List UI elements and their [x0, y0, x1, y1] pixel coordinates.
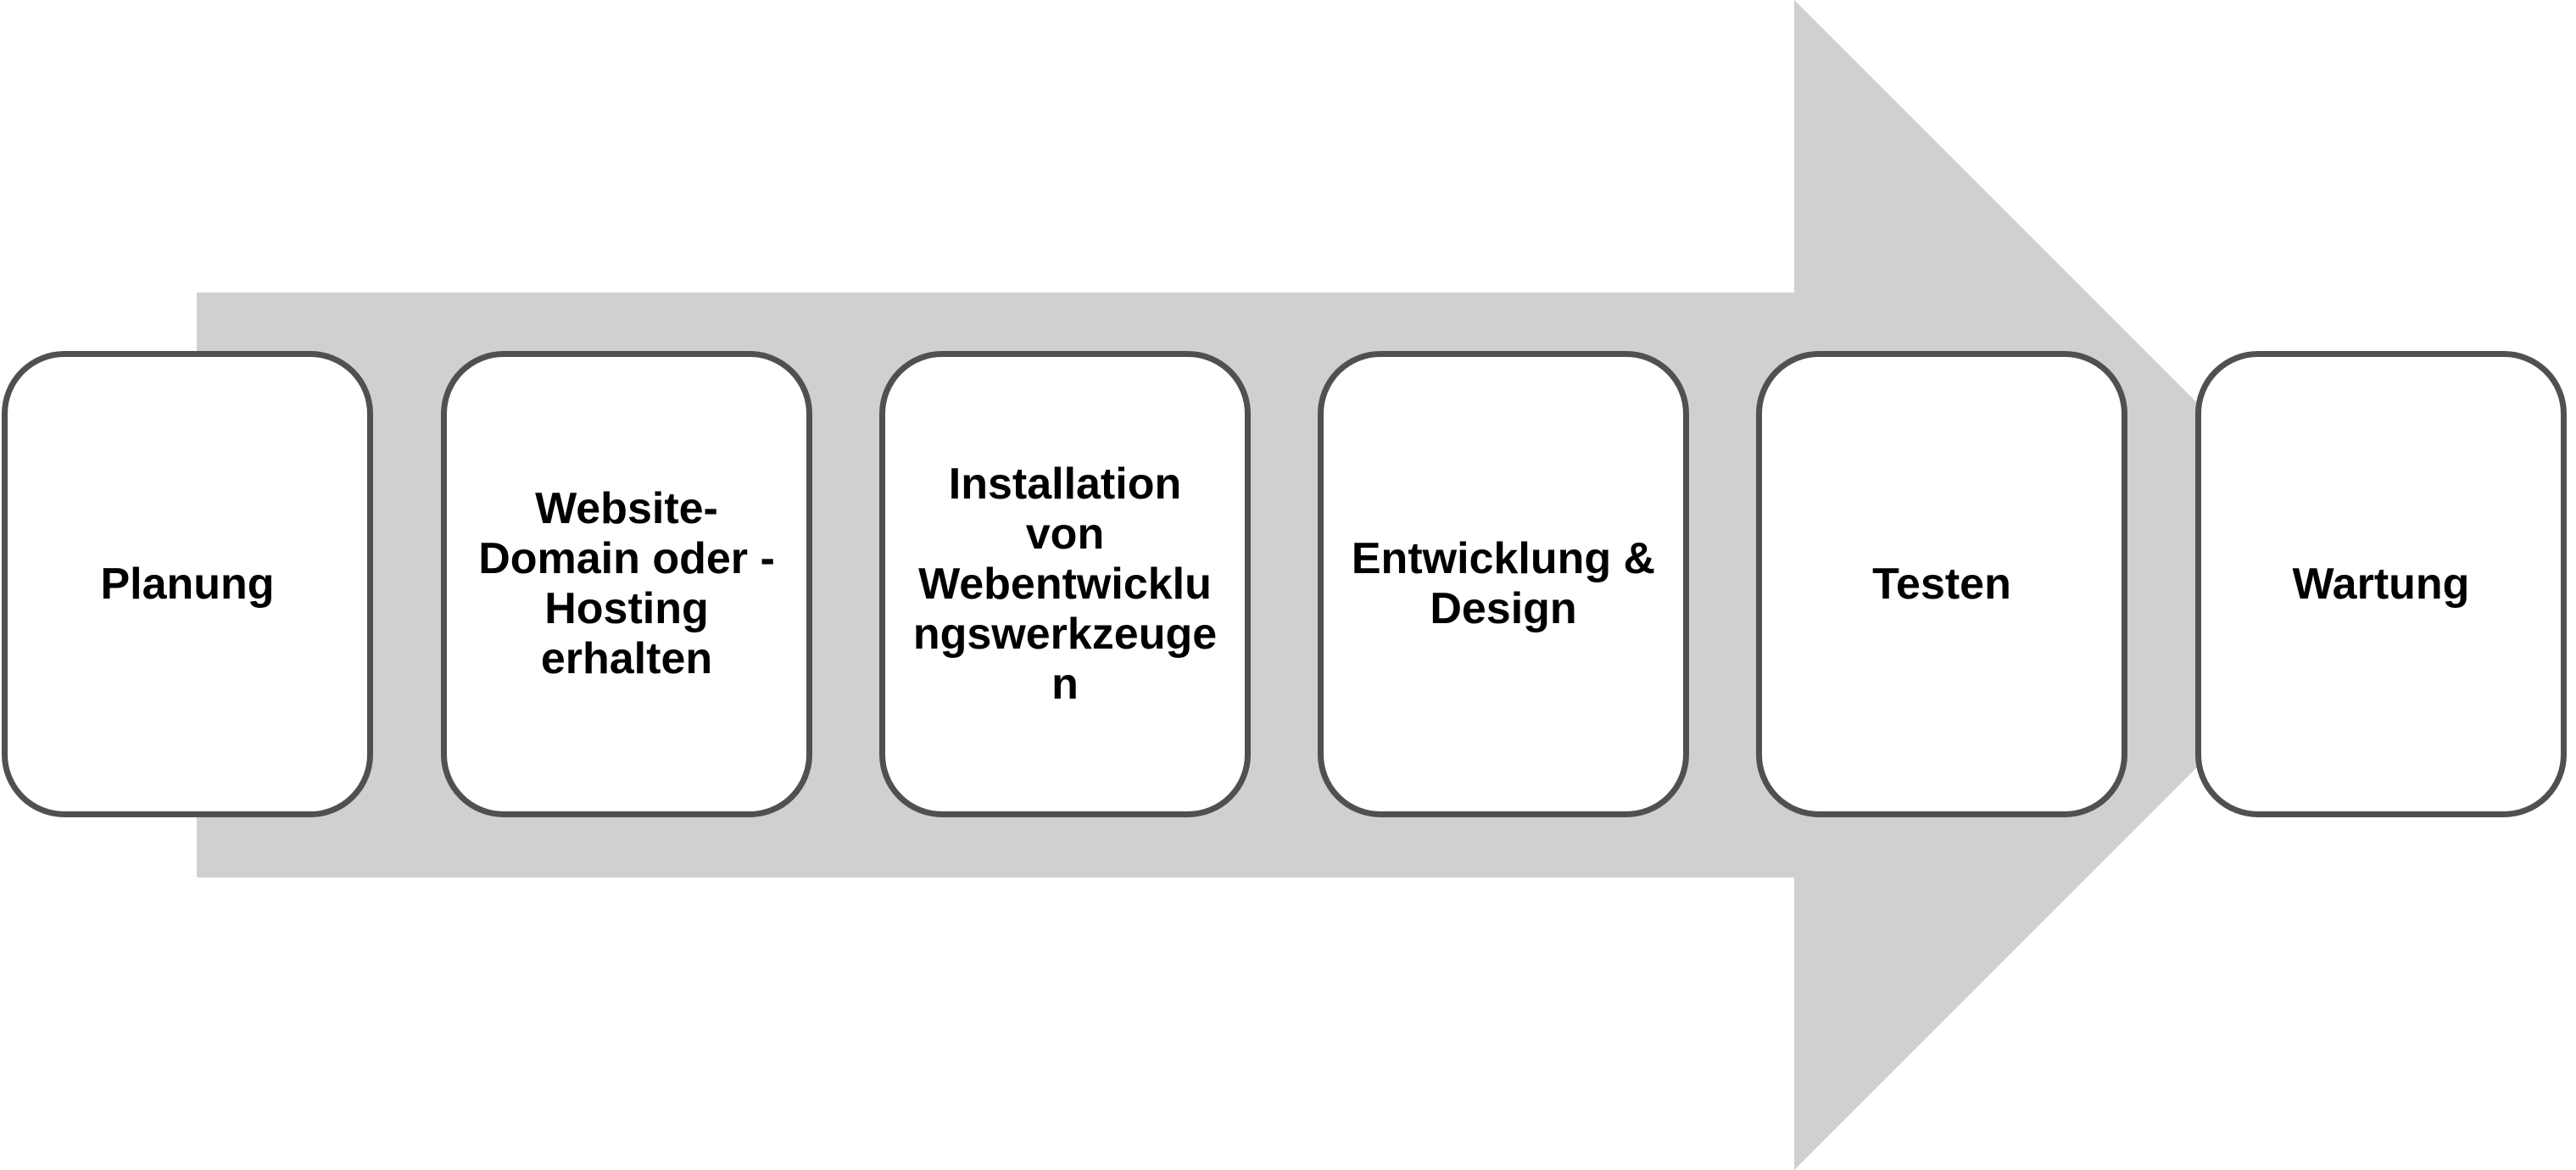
step-label: Planung [100, 559, 275, 609]
step-label: Website-Domain oder -Hosting erhalten [478, 484, 775, 683]
step-box-testen: Testen [1756, 351, 2127, 817]
step-box-entwicklung-design: Entwicklung & Design [1318, 351, 1689, 817]
process-arrow [197, 0, 2379, 1170]
step-label: Installation von Webentwicklungswerkzeug… [912, 459, 1218, 709]
step-box-planung: Planung [2, 351, 373, 817]
step-label: Testen [1872, 559, 2011, 609]
step-label: Entwicklung & Design [1351, 534, 1656, 633]
step-label: Wartung [2292, 559, 2470, 609]
step-box-installation: Installation von Webentwicklungswerkzeug… [879, 351, 1251, 817]
step-box-wartung: Wartung [2195, 351, 2567, 817]
step-box-domain-hosting: Website-Domain oder -Hosting erhalten [441, 351, 812, 817]
